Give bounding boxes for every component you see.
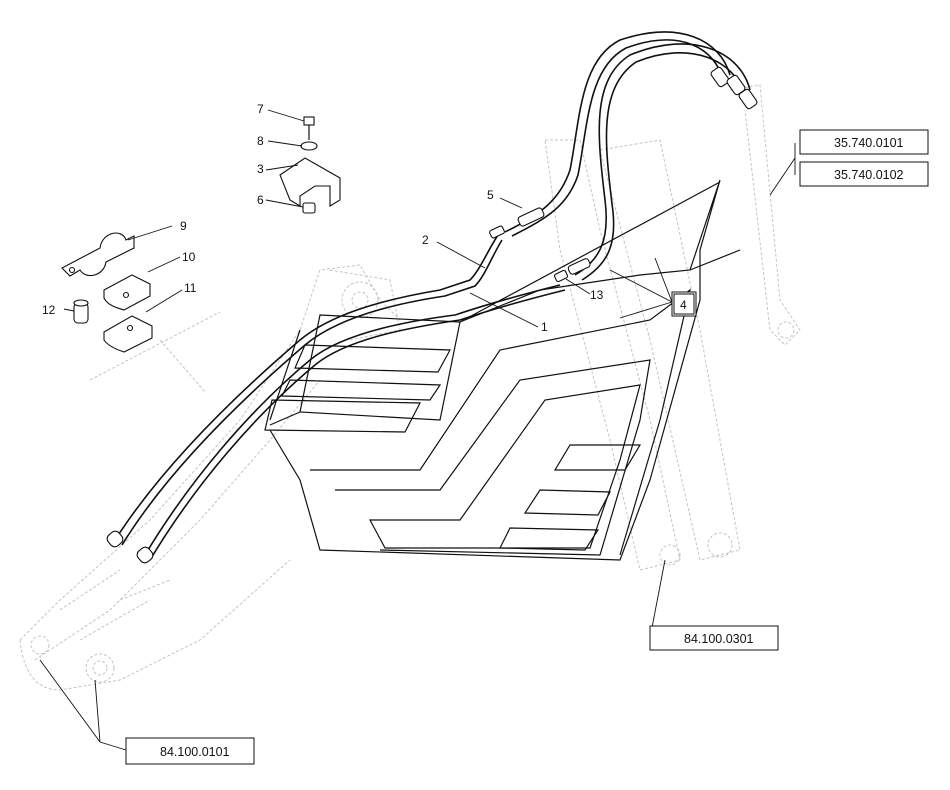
hose-fittings [106,66,758,564]
callout-4-box-inner [673,293,695,315]
callout-12: 12 [42,303,56,317]
clamp-10-part [103,274,151,311]
tank-outline [264,179,741,561]
callout-4: 4 [680,298,687,312]
bolt-part [303,116,315,140]
callout-7: 7 [257,102,264,116]
callout-5: 5 [487,188,494,202]
bracket-part [279,157,341,207]
hose-lines [114,31,751,561]
callout-2: 2 [422,233,429,247]
callout-9: 9 [180,219,187,233]
ref-box-35740-0102[interactable]: 35.740.0102 [799,161,929,187]
ref-box-35740-0101[interactable]: 35.740.0101 [799,129,929,155]
leader-lines [39,109,796,751]
callout-11: 11 [184,281,197,295]
clamp-9-part [61,232,135,277]
ref-box-84100-0101[interactable]: 84.100.0101 [125,737,255,765]
ref-label-35740-0101[interactable]: 35.740.0101 [834,136,904,150]
clamp-11-part [103,315,153,353]
ref-box-84100-0301[interactable]: 84.100.0301 [649,625,779,651]
nut-part [302,202,316,214]
callout-6: 6 [257,193,264,207]
callout-8: 8 [257,134,264,148]
small-parts-ghost-line [89,311,221,393]
boom-ghost-outline [19,264,401,691]
ref-label-84100-0101[interactable]: 84.100.0101 [160,745,230,759]
cylinder-ghost [544,84,801,571]
ref-label-35740-0102[interactable]: 35.740.0102 [834,168,904,182]
callout-3: 3 [257,162,264,176]
callout-10: 10 [182,250,196,264]
callout-13: 13 [590,288,604,302]
washer-part [300,141,318,151]
ref-label-84100-0301[interactable]: 84.100.0301 [684,632,754,646]
sleeve-12-part [73,299,89,324]
callout-1: 1 [541,320,548,334]
